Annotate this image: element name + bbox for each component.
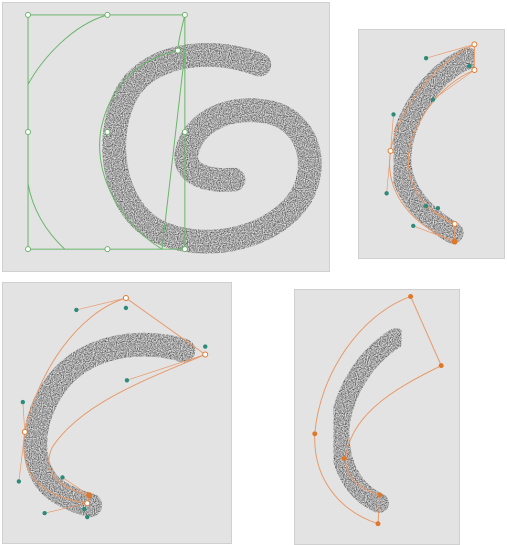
- bezier-handle-lines: [18, 297, 206, 514]
- bezier-anchor-points[interactable]: [21, 295, 209, 507]
- arc-brush-stroke: [389, 47, 479, 244]
- bezier-anchor-points[interactable]: [387, 41, 478, 245]
- bezier-handle-points[interactable]: [16, 305, 208, 520]
- wide-arc-stroke-canvas: [16, 295, 209, 520]
- spiral-stroke-panel: [2, 2, 330, 272]
- mesh-control-points[interactable]: [25, 11, 188, 253]
- wedge-arc-brush-stroke: [329, 328, 406, 513]
- arc-stroke-canvas: [384, 41, 479, 245]
- wedge-arc-stroke-canvas: [312, 294, 444, 527]
- wide-arc-stroke-panel: [2, 282, 232, 544]
- wedge-arc-stroke-panel: [294, 289, 460, 545]
- arc-stroke-panel: [358, 29, 505, 259]
- spiral-brush-stroke: [102, 43, 322, 254]
- spiral-stroke-canvas: [25, 11, 322, 254]
- bezier-handle-lines: [386, 44, 475, 242]
- wide-arc-brush-stroke: [23, 332, 196, 518]
- bezier-handle-points[interactable]: [384, 56, 472, 229]
- wedge-anchor-points[interactable]: [312, 294, 444, 527]
